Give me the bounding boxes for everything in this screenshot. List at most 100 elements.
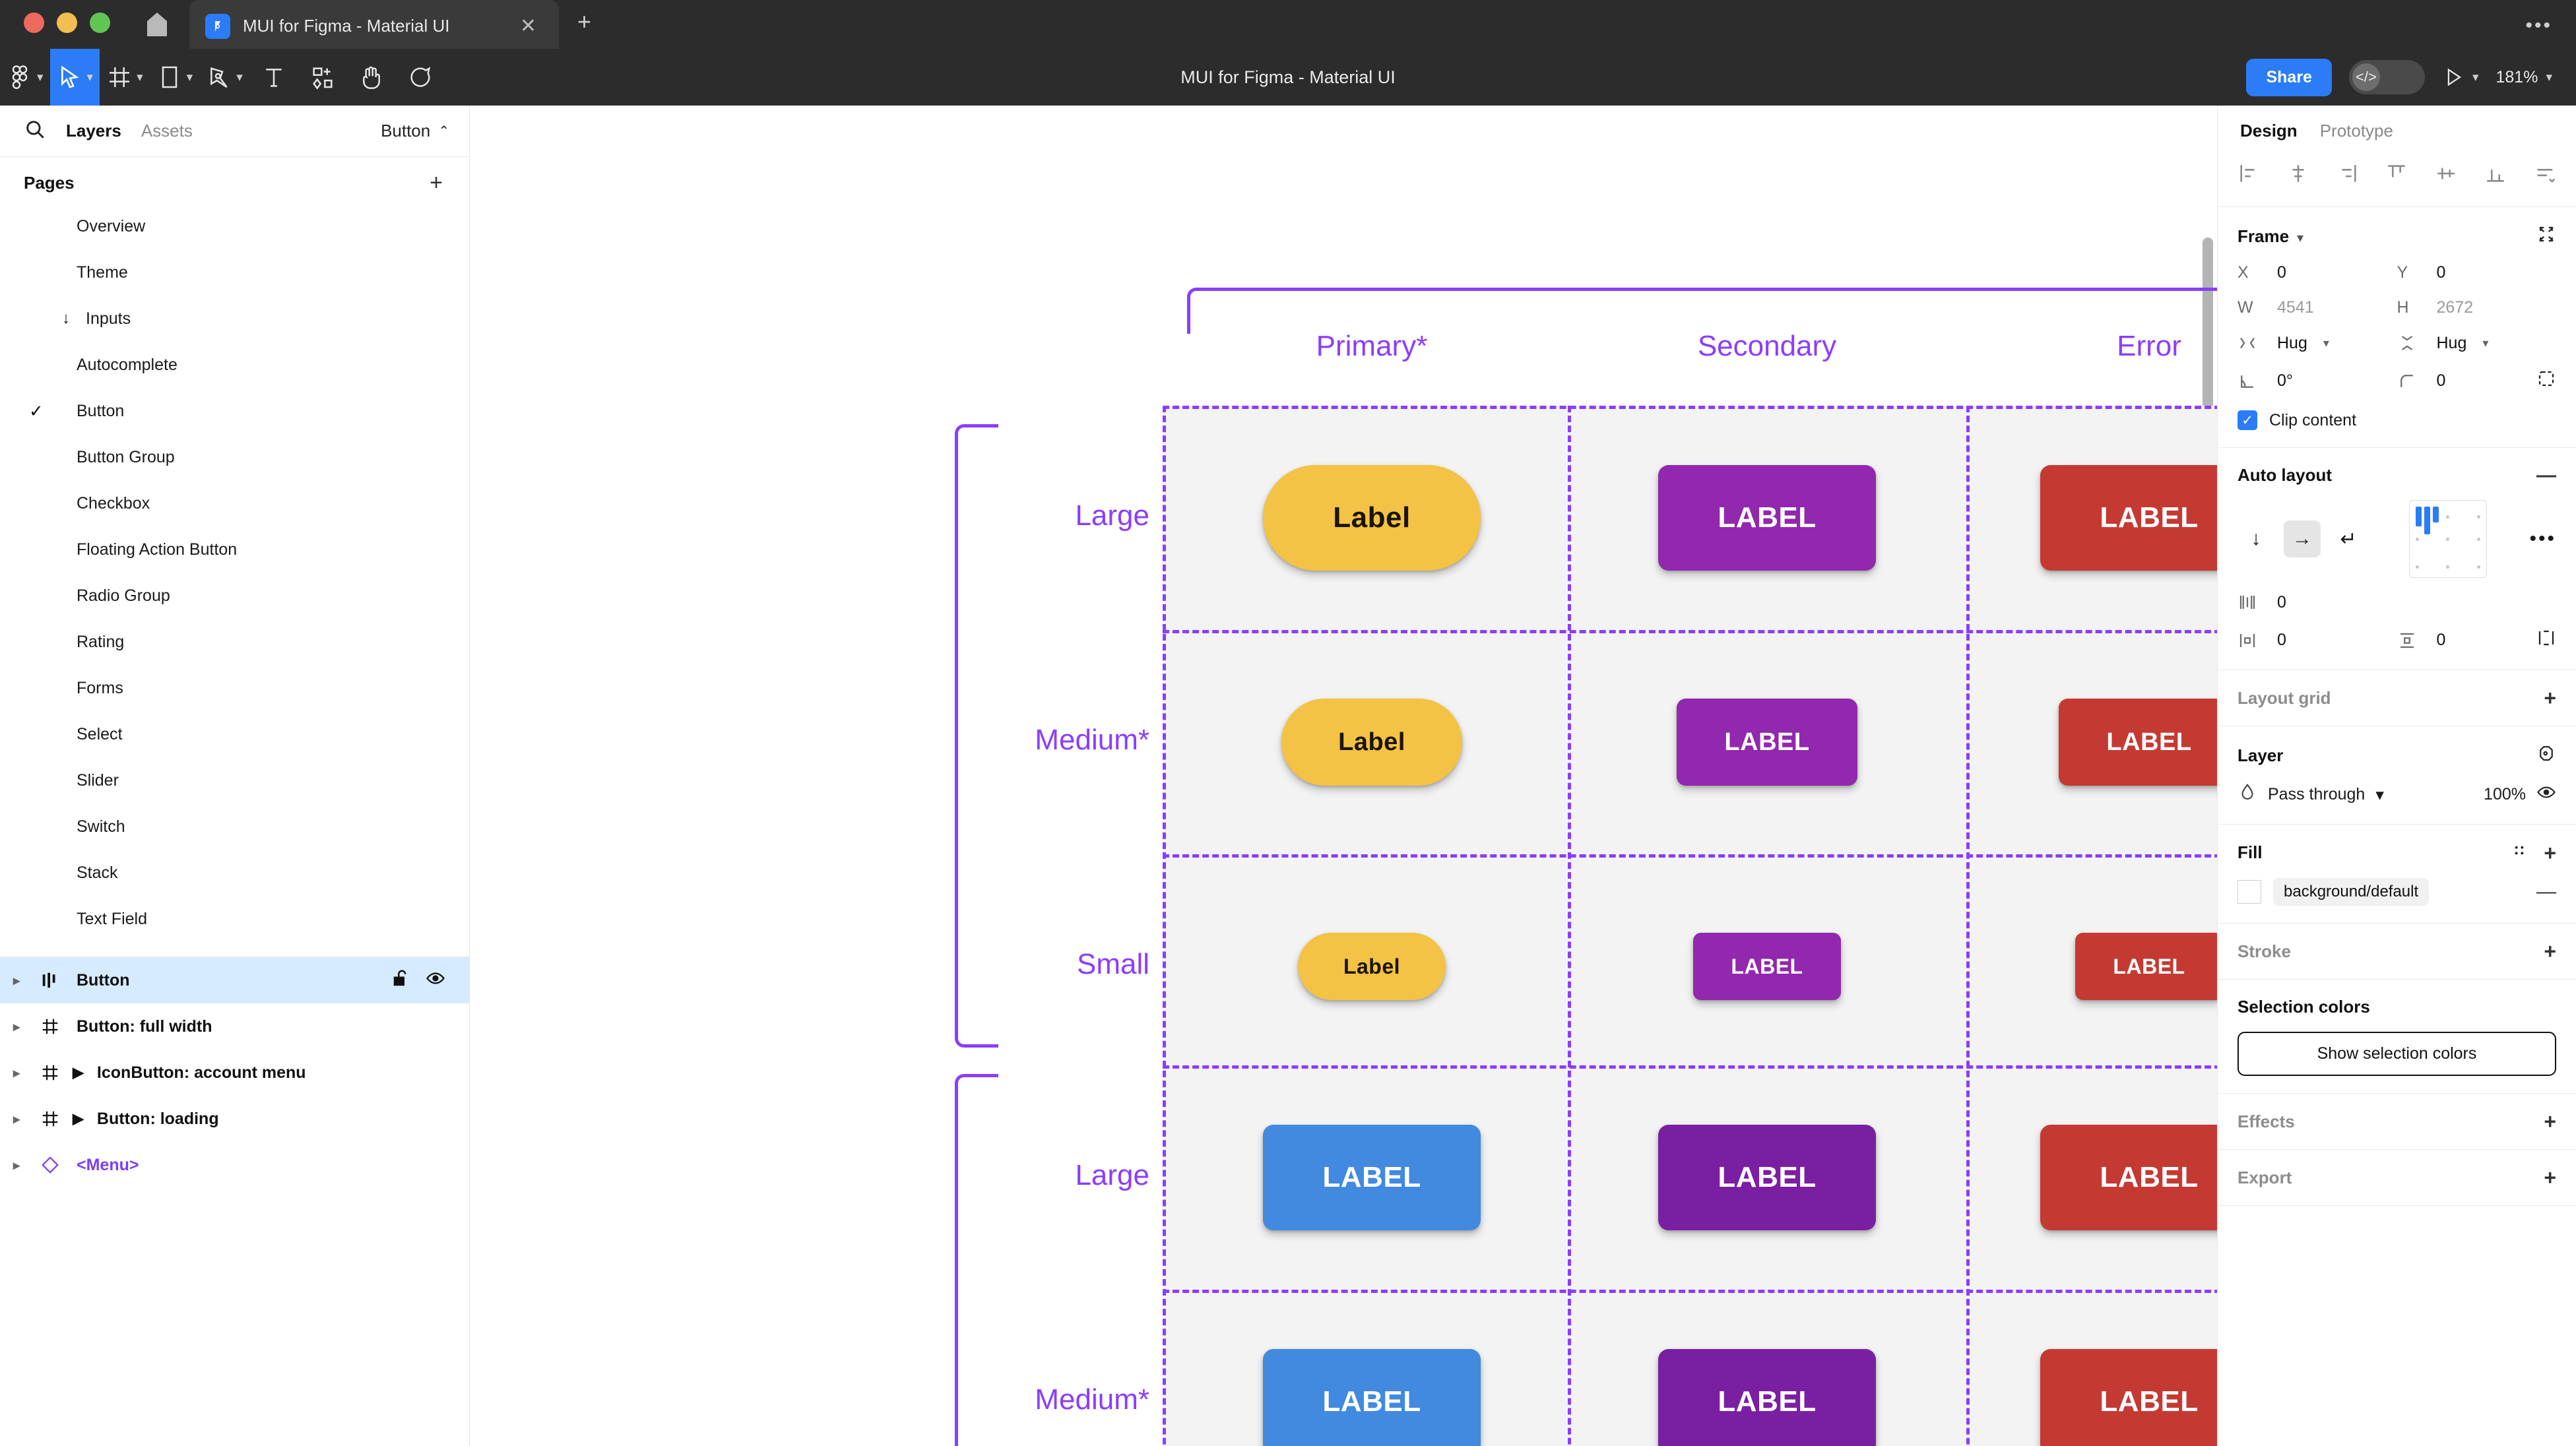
present-button[interactable]: ▾ <box>2442 66 2479 88</box>
distribute-menu-icon[interactable] <box>2534 162 2556 189</box>
material-button[interactable]: LABEL <box>2040 1125 2217 1230</box>
add-effect-button[interactable]: + <box>2544 1110 2556 1133</box>
expand-children-icon[interactable]: ▶ <box>73 1064 84 1081</box>
align-bottom-icon[interactable] <box>2484 162 2507 189</box>
layer-row[interactable]: ▸<Menu> <box>0 1142 469 1188</box>
layer-row[interactable]: ▸▶Button: loading <box>0 1096 469 1142</box>
dev-mode-toggle[interactable]: </> <box>2348 60 2425 94</box>
page-item-button-group[interactable]: Button Group <box>0 434 469 480</box>
expand-layer-icon[interactable]: ▸ <box>13 1019 20 1034</box>
remove-auto-layout-button[interactable]: — <box>2536 464 2556 486</box>
page-item-switch[interactable]: Switch <box>0 803 469 850</box>
expand-layer-icon[interactable]: ▸ <box>13 1158 20 1173</box>
tab-layers[interactable]: Layers <box>66 121 121 141</box>
page-item-button[interactable]: ✓Button <box>0 388 469 434</box>
page-item-slider[interactable]: Slider <box>0 757 469 803</box>
remove-fill-button[interactable]: — <box>2536 881 2556 902</box>
move-tool-button[interactable]: ▾ <box>49 49 100 106</box>
vertical-padding-field[interactable]: 0 <box>2397 628 2557 652</box>
material-button[interactable]: LABEL <box>1658 465 1876 571</box>
close-tab-button[interactable]: ✕ <box>519 15 536 37</box>
align-vertical-center-icon[interactable] <box>2435 162 2457 189</box>
material-button[interactable]: Label <box>1263 465 1481 571</box>
direction-vertical-button[interactable]: ↓ <box>2251 528 2261 550</box>
individual-padding-icon[interactable] <box>2536 628 2556 652</box>
align-top-icon[interactable] <box>2385 162 2408 189</box>
material-button[interactable]: LABEL <box>2075 933 2217 1000</box>
zoom-level-selector[interactable]: 181% ▾ <box>2496 68 2553 87</box>
unlock-icon[interactable] <box>391 968 411 993</box>
material-button[interactable]: LABEL <box>1263 1125 1481 1230</box>
browser-menu-icon[interactable]: ••• <box>2525 15 2552 36</box>
tab-assets[interactable]: Assets <box>141 121 193 141</box>
page-item-forms[interactable]: Forms <box>0 665 469 711</box>
material-button[interactable]: LABEL <box>2040 1349 2217 1446</box>
layer-opacity-value[interactable]: 100% <box>2484 785 2526 803</box>
expand-layer-icon[interactable]: ▸ <box>13 973 20 988</box>
browser-tab[interactable]: MUI for Figma - Material UI ✕ <box>189 0 559 49</box>
material-button[interactable]: LABEL <box>1263 1349 1481 1446</box>
hand-tool-button[interactable] <box>347 49 396 106</box>
layer-row[interactable]: ▸Button: full width <box>0 1003 469 1050</box>
share-button[interactable]: Share <box>2246 58 2332 96</box>
layer-visibility-icon[interactable] <box>2536 782 2556 807</box>
minimize-window-button[interactable] <box>57 13 77 33</box>
fill-styles-icon[interactable] <box>2511 842 2528 864</box>
auto-layout-alignment-pad[interactable] <box>2409 500 2488 578</box>
material-button[interactable]: Label <box>1281 699 1462 786</box>
independent-corners-icon[interactable] <box>2536 369 2556 393</box>
page-item-text-field[interactable]: Text Field <box>0 896 469 942</box>
show-selection-colors-button[interactable]: Show selection colors <box>2238 1032 2556 1076</box>
page-item-checkbox[interactable]: Checkbox <box>0 480 469 526</box>
page-item-inputs[interactable]: ↓Inputs <box>0 296 469 342</box>
align-right-icon[interactable] <box>2336 162 2359 189</box>
layer-row[interactable]: ▸▶IconButton: account menu <box>0 1050 469 1096</box>
clip-content-checkbox[interactable]: ✓ <box>2238 410 2257 430</box>
figma-menu-button[interactable]: ▾ <box>0 49 50 106</box>
maximize-window-button[interactable] <box>90 13 110 33</box>
page-item-overview[interactable]: Overview <box>0 203 469 249</box>
page-item-radio-group[interactable]: Radio Group <box>0 573 469 619</box>
material-button[interactable]: LABEL <box>1658 1349 1876 1446</box>
home-button[interactable] <box>125 0 189 49</box>
expand-children-icon[interactable]: ▶ <box>73 1110 84 1127</box>
shape-tool-button[interactable]: ▾ <box>150 49 200 106</box>
tab-prototype[interactable]: Prototype <box>2319 120 2393 141</box>
design-canvas[interactable]: Container Primary*SecondaryErrorWarningL… <box>470 106 2217 1446</box>
add-fill-button[interactable]: + <box>2544 840 2556 865</box>
material-button[interactable]: LABEL <box>2059 699 2217 786</box>
add-stroke-button[interactable]: + <box>2544 939 2556 963</box>
frame-height-field[interactable]: H 2672 <box>2397 298 2557 317</box>
frame-rotation-field[interactable]: 0° <box>2238 369 2397 393</box>
frame-x-field[interactable]: X 0 <box>2238 263 2397 282</box>
frame-width-field[interactable]: W 4541 <box>2238 298 2397 317</box>
frame-tool-button[interactable]: ▾ <box>100 49 150 106</box>
eye-icon[interactable] <box>426 968 445 993</box>
page-item-select[interactable]: Select <box>0 711 469 757</box>
material-button[interactable]: LABEL <box>1677 699 1857 786</box>
page-item-rating[interactable]: Rating <box>0 619 469 665</box>
page-selector[interactable]: Button ⌃ <box>381 121 449 141</box>
expand-layer-icon[interactable]: ▸ <box>13 1065 20 1081</box>
material-button[interactable]: LABEL <box>1658 1125 1876 1230</box>
page-item-floating-action-button[interactable]: Floating Action Button <box>0 526 469 573</box>
align-horizontal-center-icon[interactable] <box>2287 162 2309 189</box>
add-export-button[interactable]: + <box>2544 1166 2556 1189</box>
direction-wrap-button[interactable]: ↵ <box>2340 528 2357 550</box>
fill-style-name[interactable]: background/default <box>2273 878 2430 906</box>
pen-tool-button[interactable]: ▾ <box>199 49 249 106</box>
page-item-theme[interactable]: Theme <box>0 249 469 296</box>
item-spacing-field[interactable]: 0 <box>2238 592 2397 612</box>
collapse-frame-icon[interactable] <box>2536 224 2556 249</box>
page-item-stack[interactable]: Stack <box>0 850 469 896</box>
expand-layer-icon[interactable]: ▸ <box>13 1112 20 1127</box>
text-tool-button[interactable] <box>249 49 298 106</box>
horizontal-resizing-field[interactable]: Hug ▾ <box>2238 333 2397 353</box>
material-button[interactable]: LABEL <box>2040 465 2217 571</box>
close-window-button[interactable] <box>24 13 44 33</box>
horizontal-padding-field[interactable]: 0 <box>2238 628 2397 652</box>
frame-corner-radius-field[interactable]: 0 <box>2397 369 2557 393</box>
material-button[interactable]: LABEL <box>1693 933 1841 1000</box>
tab-design[interactable]: Design <box>2240 120 2298 141</box>
chevron-down-icon[interactable]: ▾ <box>2297 231 2304 245</box>
